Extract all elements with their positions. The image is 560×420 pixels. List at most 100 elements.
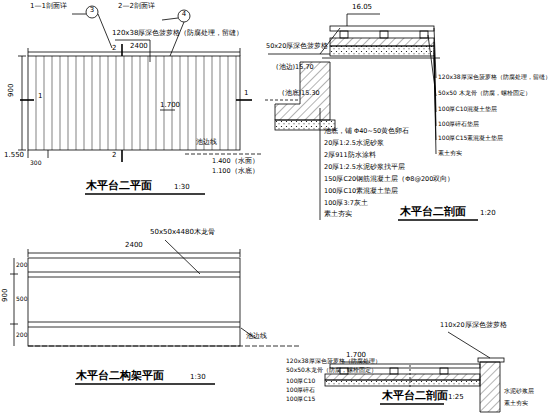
drawing-stroke	[28, 258, 240, 346]
annotation-label: 1:25	[448, 394, 464, 402]
drawing-stroke	[28, 322, 240, 323]
annotation-label: 水泥砂浆层	[504, 388, 556, 395]
drawing-stroke	[275, 62, 330, 120]
drawing-stroke	[398, 219, 478, 220]
annotation-label: 1.100（水底）	[212, 168, 259, 175]
drawing-stroke	[434, 58, 436, 154]
drawing-stroke	[178, 10, 190, 22]
drawing-stroke	[28, 150, 29, 158]
drawing-stroke	[28, 56, 240, 150]
drawing-stroke	[390, 368, 398, 374]
annotation-label: 100厚C15	[286, 396, 315, 403]
annotation-label: 120x38厚深色菠萝格（防腐处理）	[286, 358, 381, 365]
drawing-stroke	[28, 253, 240, 254]
drawing-stroke	[28, 327, 240, 328]
drawing-stroke	[22, 56, 23, 150]
annotation-label: 1.550	[4, 152, 24, 160]
annotation-label: (池边)15.70	[276, 64, 314, 71]
annotation-label: 1	[38, 93, 42, 101]
view-title: 木平台二平面	[86, 180, 152, 192]
view-title: 木平台二构架平面	[76, 370, 164, 382]
drawing-stroke	[240, 48, 241, 56]
deck-board-line	[100, 56, 101, 150]
deck-board-line	[204, 56, 205, 150]
drawing-stroke	[75, 383, 215, 384]
annotation-label: (池底)15.30	[282, 90, 320, 97]
annotation-label: 200	[16, 262, 27, 269]
annotation-label: 16.05	[352, 4, 372, 12]
drawing-stroke	[28, 272, 240, 273]
drawing-stroke	[448, 332, 490, 358]
drawing-stroke	[347, 14, 348, 26]
view-title: 木平台二剖面	[382, 390, 448, 402]
drawing-stroke	[10, 274, 18, 275]
drawing-stroke	[236, 99, 252, 101]
annotation-label: 50x20厚深色菠萝格	[266, 43, 328, 50]
drawing-stroke	[325, 380, 480, 386]
deck-board-line	[220, 56, 221, 150]
drawing-stroke	[410, 365, 411, 388]
drawing-stroke	[85, 193, 205, 194]
annotation-label: 2400	[125, 242, 143, 250]
annotation-label: 150厚C20钢筋混凝土层（Φ8@200双向）	[324, 176, 454, 183]
deck-board-line	[92, 56, 93, 150]
drawing-stroke	[322, 58, 440, 59]
drawing-stroke	[165, 240, 200, 274]
drawing-stroke	[478, 358, 504, 362]
annotation-label: 池边线	[196, 139, 217, 147]
deck-board-line	[228, 56, 229, 150]
drawing-stroke	[185, 154, 262, 155]
annotation-label: 素土夯实	[504, 400, 528, 407]
annotation-label: 200	[16, 332, 27, 339]
annotation-label: 120x38厚深色菠萝格（防腐处理，留缝）	[438, 74, 556, 81]
annotation-label: 2	[112, 45, 116, 53]
drawing-stroke	[330, 38, 434, 46]
drawing-stroke	[121, 150, 123, 162]
drawing-stroke	[380, 403, 444, 404]
deck-board-line	[76, 56, 77, 150]
annotation-label: 100厚C10混凝土垫层	[438, 106, 556, 113]
drawing-stroke	[48, 150, 49, 158]
annotation-label: 20厚1:2.5水泥砂浆找平层	[324, 164, 405, 171]
drawing-stroke	[72, 14, 86, 15]
drawing-stroke	[98, 14, 112, 48]
annotation-label: 2厚911防水涂料	[324, 152, 376, 159]
annotation-label: 50x50木龙骨（防腐，螺栓固定）	[286, 367, 377, 374]
callout-number: 3	[90, 7, 94, 15]
deck-board-line	[52, 56, 53, 150]
deck-board-line	[188, 56, 189, 150]
drawing-stroke	[420, 31, 428, 38]
deck-board-line	[108, 56, 109, 150]
annotation-label: 1.700	[160, 102, 180, 110]
annotation-label: 1:30	[190, 374, 206, 382]
annotation-label: 500	[16, 296, 27, 303]
annotation-label: 2—2剖面详	[118, 3, 155, 11]
annotation-label: 110x20厚深色菠萝格	[440, 322, 507, 329]
drawing-stroke	[20, 99, 34, 101]
annotation-label: 900	[8, 84, 16, 97]
drawing-stroke	[265, 100, 300, 101]
deck-board-line	[84, 56, 85, 150]
annotation-label: 1:20	[480, 210, 496, 218]
annotation-label: 100厚C10	[286, 378, 315, 385]
deck-board-line	[116, 56, 117, 150]
drawing-stroke	[320, 28, 340, 54]
annotation-label: 100厚C15素混凝土垫层	[438, 135, 556, 142]
drawing-stroke	[18, 150, 26, 151]
deck-board-line	[44, 56, 45, 150]
drawing-stroke	[440, 368, 448, 374]
drawing-stroke	[480, 362, 500, 412]
drawing-stroke	[28, 48, 29, 56]
annotation-label: 1.400（水面）	[212, 158, 259, 165]
deck-board-line	[36, 56, 37, 150]
annotation-label: 50x50x4480木龙骨	[150, 229, 215, 237]
deck-board-line	[236, 56, 237, 150]
annotation-label: 池底，铺 Φ40~50黄色卵石	[324, 128, 409, 135]
view-title: 木平台二剖面	[400, 206, 466, 218]
deck-board-line	[140, 56, 141, 150]
annotation-label: 900	[2, 289, 10, 302]
annotation-label: 100厚C10素混凝土垫层	[324, 188, 398, 195]
drawing-stroke	[162, 18, 178, 20]
deck-board-line	[68, 56, 69, 150]
drawing-stroke	[115, 40, 150, 41]
